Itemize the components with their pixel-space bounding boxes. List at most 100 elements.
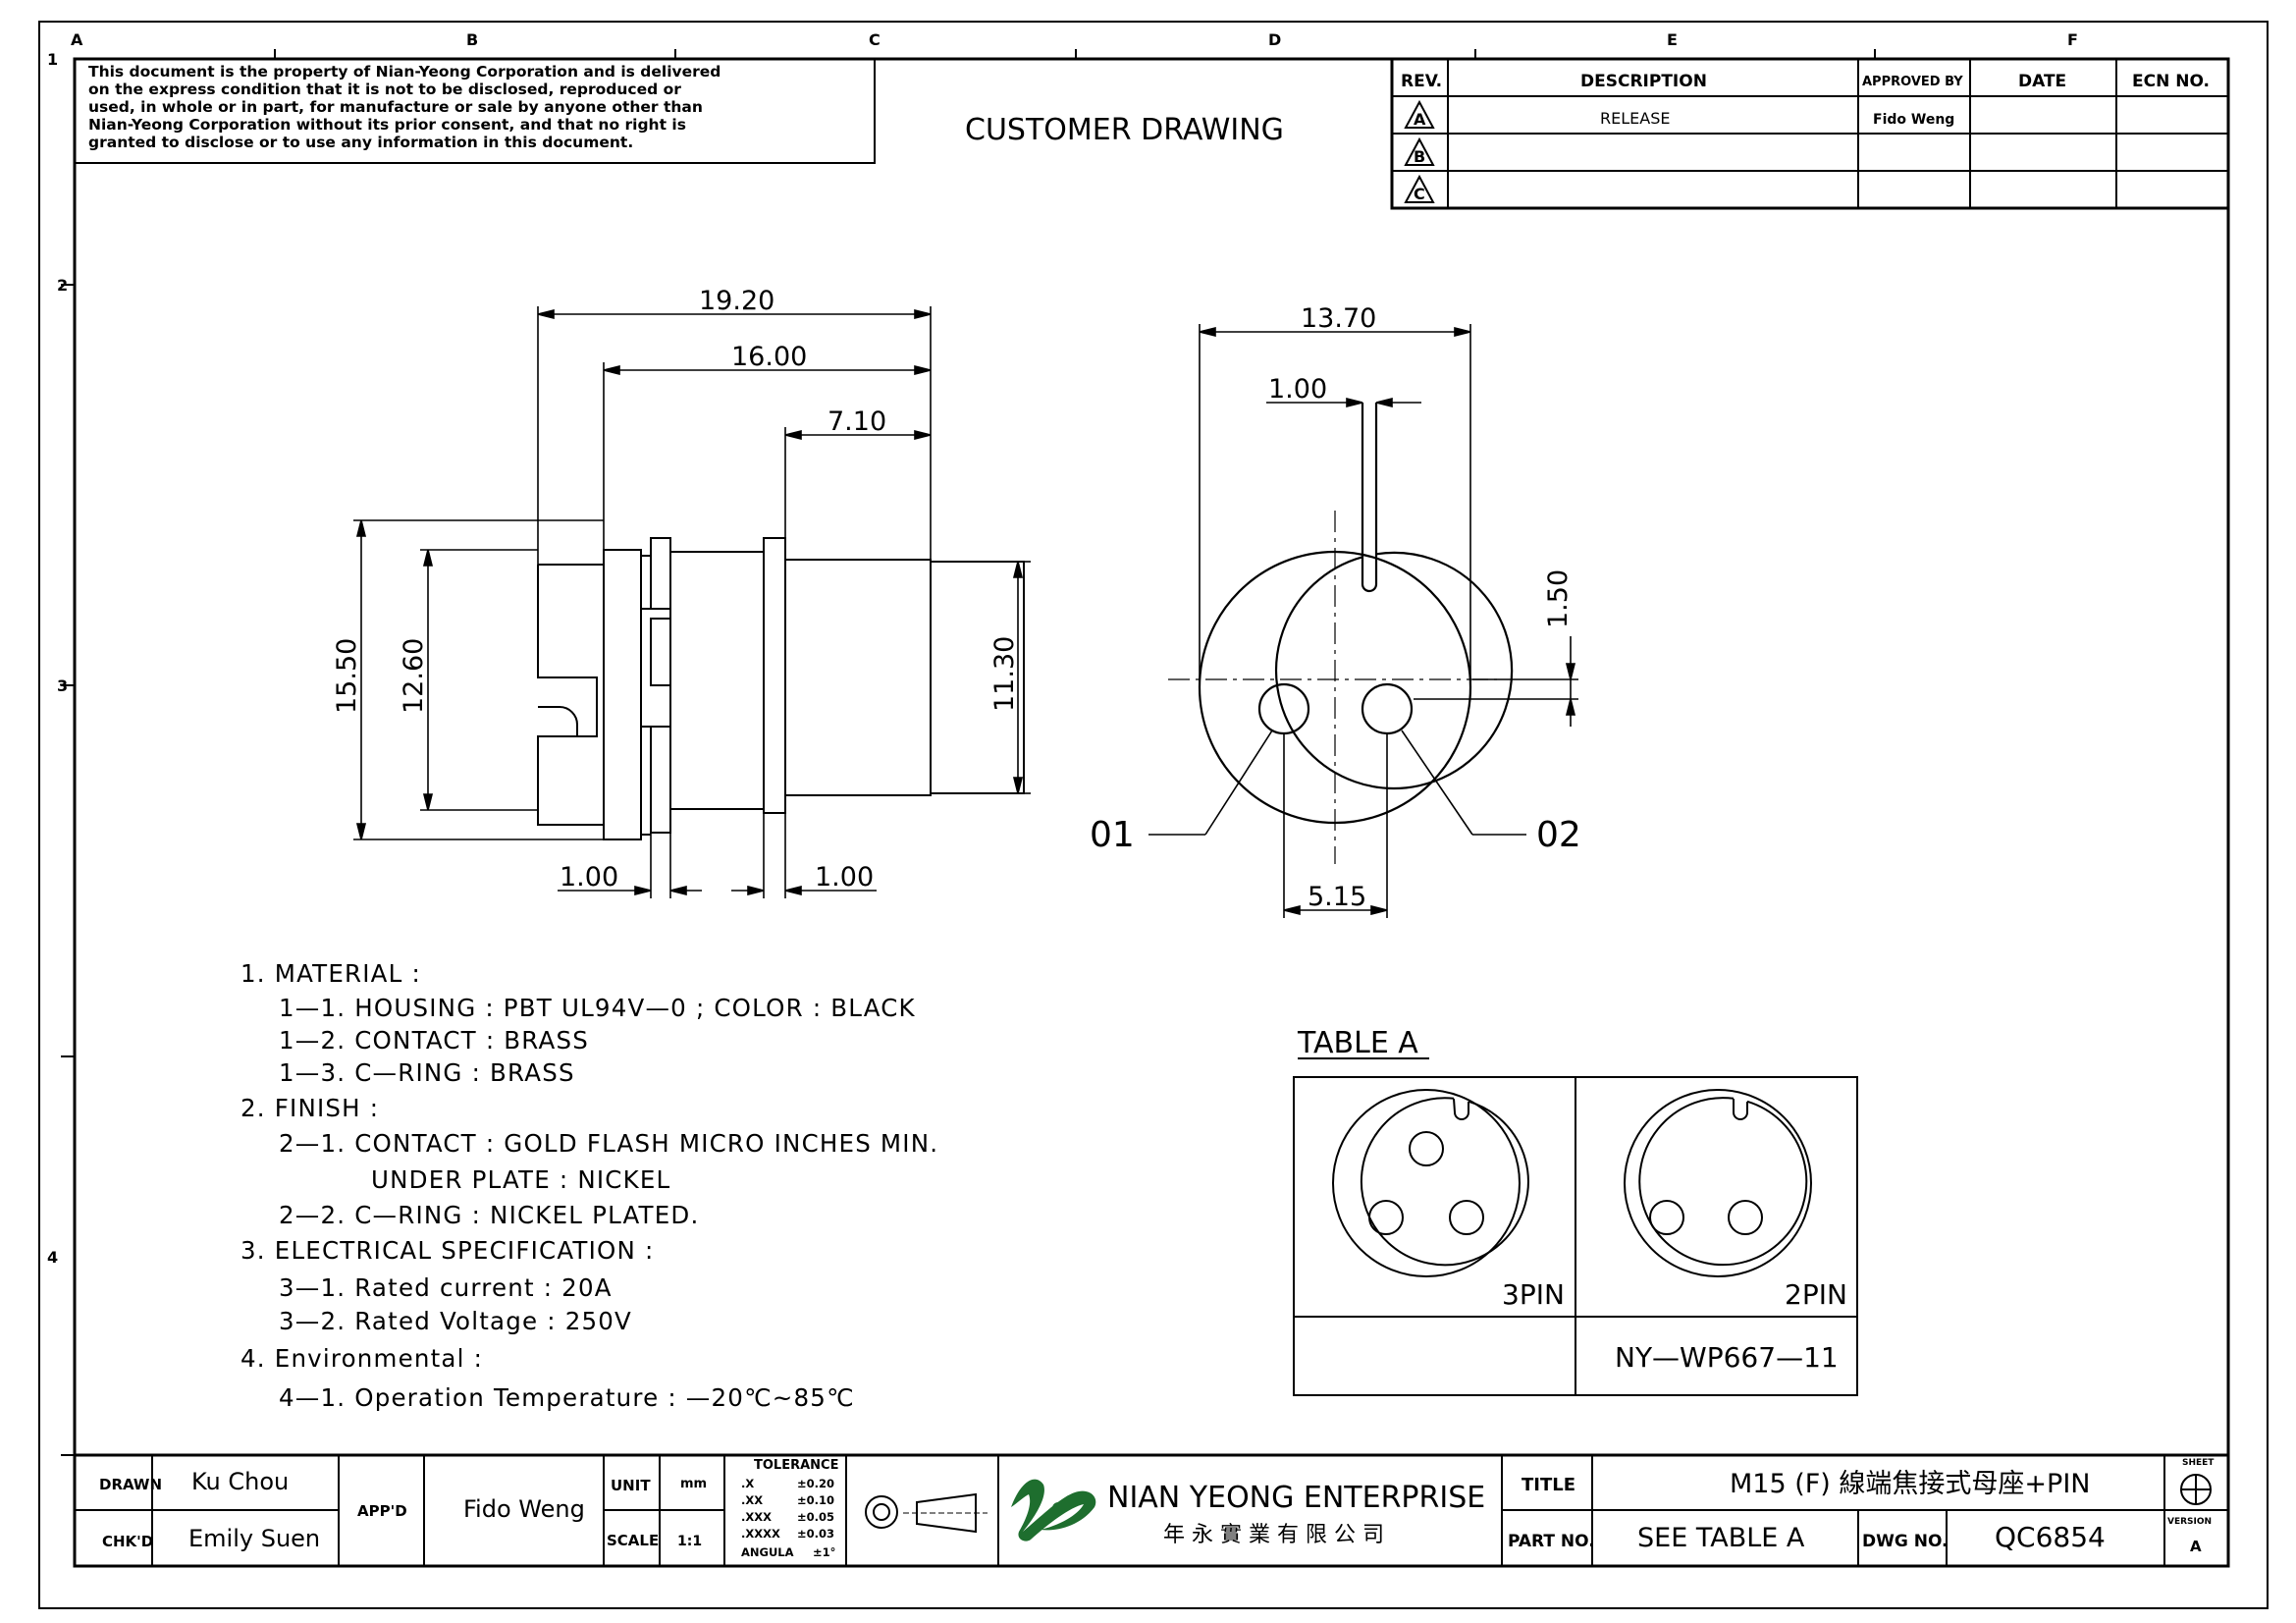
side-view-dimension-labels: 19.20 16.00 7.10 15.50 12.60 11.30 1.00 … (332, 286, 1020, 893)
note-line: 2. FINISH : (240, 1094, 379, 1122)
dim-1-00-left: 1.00 (560, 862, 618, 893)
dim-11-30: 11.30 (989, 636, 1020, 712)
scale-label: SCALE (607, 1532, 659, 1549)
rev-header-date: DATE (2018, 72, 2066, 91)
rev-b-letter: B (1414, 147, 1425, 166)
chkd-label: CHK'D (102, 1533, 153, 1550)
dim-12-60: 12.60 (399, 638, 429, 714)
note-line: 1—3. C—RING : BRASS (279, 1058, 575, 1087)
drawn-label: DRAWN (99, 1476, 162, 1493)
rev-header-description: DESCRIPTION (1580, 72, 1707, 91)
notice-line-2: on the express condition that it is not … (88, 81, 681, 98)
front-view-dimension-labels: 13.70 1.00 1.50 5.15 01 02 (1090, 303, 1581, 912)
tol-val: ±0.20 (797, 1477, 834, 1490)
zone-markers-left: 1 2 3 4 (47, 50, 68, 1267)
title-label: TITLE (1522, 1475, 1575, 1495)
unit-value: mm (680, 1477, 707, 1491)
note-line: 2—1. CONTACT : GOLD FLASH MICRO INCHES M… (279, 1129, 938, 1158)
notice-text: This document is the property of Nian-Ye… (88, 63, 721, 151)
zone-f: F (2067, 30, 2078, 49)
front-view-dimensions (1148, 324, 1578, 918)
dim-key-1-00: 1.00 (1268, 374, 1327, 405)
pin-label-02: 02 (1536, 815, 1581, 855)
company-name-cn: 年 永 實 業 有 限 公 司 (1163, 1523, 1384, 1547)
inner-border (73, 57, 2230, 1568)
notice-line-1: This document is the property of Nian-Ye… (88, 63, 721, 81)
table-a (1293, 1076, 1858, 1396)
note-line: UNDER PLATE : NICKEL (371, 1165, 670, 1194)
zone-2: 2 (57, 276, 68, 295)
dim-5-15: 5.15 (1308, 882, 1366, 912)
title-block (73, 1453, 2230, 1568)
zone-markers-top: A B C D E F (71, 30, 2078, 49)
tol-val: ±1° (813, 1545, 835, 1559)
note-line: 3—2. Rated Voltage : 250V (279, 1307, 632, 1335)
zone-3: 3 (57, 676, 68, 695)
notice-line-4: Nian-Yeong Corporation without its prior… (88, 116, 686, 134)
zone-d: D (1268, 30, 1281, 49)
zone-e: E (1667, 30, 1678, 49)
rev-header-approved: APPROVED BY (1862, 75, 1963, 89)
chkd-value: Emily Suen (188, 1525, 320, 1552)
note-line: 4—1. Operation Temperature : —20℃~85℃ (279, 1383, 855, 1412)
front-view (1198, 403, 1514, 825)
dwgno-value: QC6854 (1995, 1521, 2106, 1553)
zone-a: A (71, 30, 83, 49)
partno-label: PART NO. (1508, 1532, 1595, 1551)
zone-c: C (869, 30, 881, 49)
pin-label-01: 01 (1090, 815, 1135, 855)
tol-val: ±0.10 (797, 1493, 834, 1507)
tolerance-label: TOLERANCE (754, 1458, 838, 1473)
notes-block: 1. MATERIAL : 1—1. HOUSING : PBT UL94V—0… (240, 959, 938, 1412)
rev-c-letter: C (1414, 185, 1425, 203)
appd-label: APP'D (357, 1502, 407, 1520)
dim-19-20: 19.20 (699, 286, 774, 316)
tol-key: .X (741, 1477, 754, 1490)
rev-a-letter: A (1414, 110, 1426, 129)
dim-16-00: 16.00 (731, 342, 807, 372)
dim-1-50: 1.50 (1543, 569, 1574, 628)
zone-1: 1 (47, 50, 58, 69)
side-view (537, 537, 1025, 840)
rev-a-description: RELEASE (1600, 109, 1670, 128)
table-a-title: TABLE A (1297, 1026, 1418, 1060)
dwgno-label: DWG NO. (1862, 1532, 1949, 1551)
scale-value: 1:1 (677, 1534, 702, 1549)
note-line: 3. ELECTRICAL SPECIFICATION : (240, 1236, 654, 1265)
company-logo (1011, 1479, 1096, 1542)
notice-box (74, 58, 876, 164)
drawn-value: Ku Chou (191, 1468, 289, 1495)
tol-key: .XXX (741, 1510, 772, 1524)
rev-a-approved: Fido Weng (1873, 112, 1954, 128)
dim-7-10: 7.10 (828, 406, 886, 437)
revision-table (1390, 57, 2230, 210)
company-name-en: NIAN YEONG ENTERPRISE (1107, 1481, 1485, 1515)
dim-13-70: 13.70 (1301, 303, 1376, 334)
appd-value: Fido Weng (463, 1495, 585, 1523)
tol-key: .XX (741, 1493, 763, 1507)
note-line: 1—2. CONTACT : BRASS (279, 1026, 589, 1055)
outer-border (38, 21, 2269, 1609)
zone-4: 4 (47, 1248, 58, 1267)
rev-header-rev: REV. (1401, 72, 1442, 91)
table-a-2pin-label: 2PIN (1785, 1278, 1847, 1311)
note-line: 1. MATERIAL : (240, 959, 421, 988)
version-label: VERSION (2167, 1517, 2212, 1527)
side-view-dimensions (353, 306, 1031, 898)
version-value: A (2190, 1538, 2202, 1555)
rev-header-ecn: ECN NO. (2132, 72, 2210, 91)
tol-key: ANGULA (741, 1545, 794, 1559)
zone-b: B (466, 30, 478, 49)
note-line: 2—2. C—RING : NICKEL PLATED. (279, 1201, 699, 1229)
partno-value: SEE TABLE A (1637, 1523, 1805, 1553)
notice-line-3: used, in whole or in part, for manufactu… (88, 98, 703, 116)
note-line: 3—1. Rated current : 20A (279, 1273, 613, 1302)
unit-label: UNIT (611, 1477, 651, 1494)
tol-key: .XXXX (741, 1527, 780, 1541)
title-value: M15 (F) 線端焦接式母座+PIN (1730, 1469, 2090, 1499)
note-line: 1—1. HOUSING : PBT UL94V—0 ; COLOR : BLA… (279, 994, 916, 1022)
sheet-label: SHEET (2182, 1458, 2215, 1468)
notice-line-5: granted to disclose or to use any inform… (88, 134, 633, 151)
tol-val: ±0.03 (797, 1527, 834, 1541)
